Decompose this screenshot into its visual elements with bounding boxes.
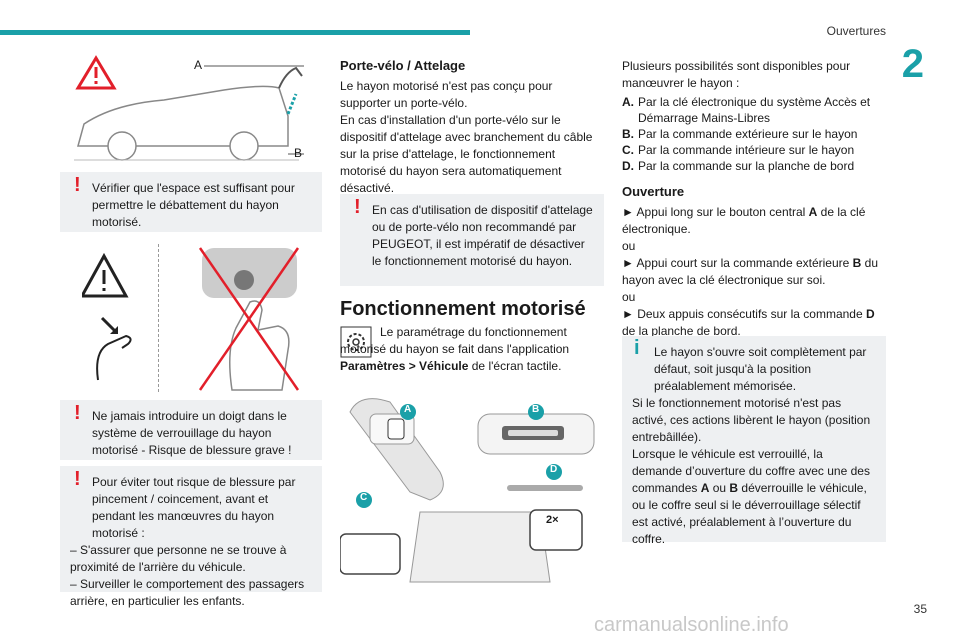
warning-bullet: – Surveiller le comportement des passage… — [70, 577, 305, 608]
control-locations-diagram — [340, 398, 595, 583]
paragraph-fonctionnement: Le paramétrage du fonctionnement motoris… — [340, 324, 602, 375]
text: de la planche de bord. — [622, 324, 741, 338]
item-text: Par la commande sur la planche de bord — [638, 159, 855, 173]
or-text: ou — [622, 239, 636, 253]
info-text: Si le fonctionnement motorisé n'est pas … — [632, 396, 871, 444]
step: ► Appui long sur le bouton central A de … — [622, 204, 886, 238]
section-title: Ouvertures — [826, 24, 886, 38]
key: A — [808, 205, 818, 219]
step: ► Deux appuis consécutifs sur la command… — [622, 306, 886, 340]
ouverture-steps: ► Appui long sur le bouton central A de … — [622, 204, 886, 340]
or-text: ou — [622, 290, 636, 304]
text: ► Appui court sur la commande extérieure — [622, 256, 853, 270]
label-d: D — [550, 464, 558, 475]
warning-icon: ! — [74, 402, 81, 424]
info-text: Lorsque le véhicule est verrouillé, la d… — [632, 446, 876, 548]
label-c: C — [360, 492, 368, 503]
item-key: D. — [622, 159, 634, 173]
watermark: carmanualsonline.info — [594, 614, 789, 636]
label-b: B — [532, 404, 540, 415]
key: A — [700, 481, 710, 495]
key: B — [852, 256, 862, 270]
key: B — [729, 481, 739, 495]
key: D — [866, 307, 875, 321]
heading-ouverture: Ouverture — [622, 184, 685, 199]
double-press-badge: 2× — [546, 514, 559, 526]
label-a: A — [404, 404, 412, 415]
item-key: A. — [622, 95, 634, 109]
warning-box-attelage: ! En cas d'utilisation de dispositif d'a… — [340, 194, 604, 286]
warning-icon: ! — [354, 196, 361, 218]
fig-label-a: A — [194, 58, 203, 72]
list-item: C. Par la commande intérieure sur le hayo… — [622, 142, 886, 158]
warning-triangle-icon — [82, 252, 129, 298]
intro-text: Plusieurs possibilités sont disponibles … — [622, 59, 851, 90]
warning-bullet: – S'assurer que personne ne se trouve à … — [70, 543, 287, 574]
text: Lorsque le véhicule est verrouillé, la d… — [632, 447, 870, 495]
text: ou — [709, 481, 730, 495]
item-key: C. — [622, 143, 634, 157]
item-text: Par la commande intérieure sur le hayon — [638, 143, 855, 157]
settings-gear-icon — [340, 326, 372, 358]
paragraph-line: En cas d'installation d'un porte-vélo su… — [340, 113, 593, 195]
info-icon: i — [634, 337, 640, 359]
paragraph-line: Le hayon motorisé n'est pas conçu pour s… — [340, 79, 553, 110]
info-text: Le hayon s'ouvre soit complètement par d… — [654, 345, 867, 393]
chapter-number: 2 — [901, 42, 924, 86]
warning-text: Pour éviter tout risque de blessure par … — [92, 475, 296, 540]
warning-text: Vérifier que l'espace est suffisant pour… — [92, 181, 295, 229]
item-key: B. — [622, 127, 634, 141]
text: ► Deux appuis consécutifs sur la command… — [622, 307, 866, 321]
step: ► Appui court sur la commande extérieure… — [622, 255, 886, 289]
list-item: D. Par la commande sur la planche de bord — [622, 158, 886, 174]
warning-box-finger: ! Ne jamais introduire un doigt dans le … — [60, 400, 322, 460]
header-accent-bar — [0, 30, 470, 35]
info-box: i Le hayon s'ouvre soit complètement par… — [622, 336, 886, 546]
text: Le paramétrage du fonctionnement motoris… — [340, 325, 570, 356]
item-text: Par la commande extérieure sur le hayon — [638, 127, 858, 141]
heading-porte-velo: Porte-vélo / Attelage — [340, 58, 466, 73]
warning-icon: ! — [74, 174, 81, 196]
finger-lock-diagram — [82, 247, 300, 391]
figure-divider — [158, 244, 159, 392]
text: de l'écran tactile. — [468, 359, 562, 373]
hand-press-icon — [96, 316, 132, 381]
list-item: B. Par la commande extérieure sur le hayo… — [622, 126, 886, 142]
text: de la clé électronique. — [622, 205, 866, 236]
warning-box-space: ! Vérifier que l'espace est suffisant po… — [60, 172, 322, 232]
car-tailgate-diagram — [74, 55, 304, 161]
options-list: A. Par la clé électronique du système Acc… — [622, 94, 886, 174]
warning-box-pinch: ! Pour éviter tout risque de blessure pa… — [60, 466, 322, 608]
paragraph-porte-velo: Le hayon motorisé n'est pas conçu pour s… — [340, 78, 602, 197]
text: ► Appui long sur le bouton central — [622, 205, 809, 219]
text: du hayon avec la clé électronique sur so… — [622, 256, 879, 287]
item-text: Par la clé électronique du système Accès… — [638, 95, 871, 125]
warning-text: Ne jamais introduire un doigt dans le sy… — [92, 409, 292, 457]
fig-label-b: B — [294, 146, 303, 160]
list-item: A. Par la clé électronique du système Acc… — [622, 94, 886, 126]
page-number: 35 — [913, 602, 927, 616]
text: déverrouille le véhicule, ou le coffre s… — [632, 481, 867, 546]
warning-text: En cas d'utilisation de dispositif d'att… — [372, 203, 593, 268]
warning-icon: ! — [74, 468, 81, 490]
warning-triangle-icon — [75, 55, 117, 90]
heading-fonctionnement: Fonctionnement motorisé — [340, 298, 586, 320]
menu-path: Paramètres > Véhicule — [340, 359, 469, 373]
